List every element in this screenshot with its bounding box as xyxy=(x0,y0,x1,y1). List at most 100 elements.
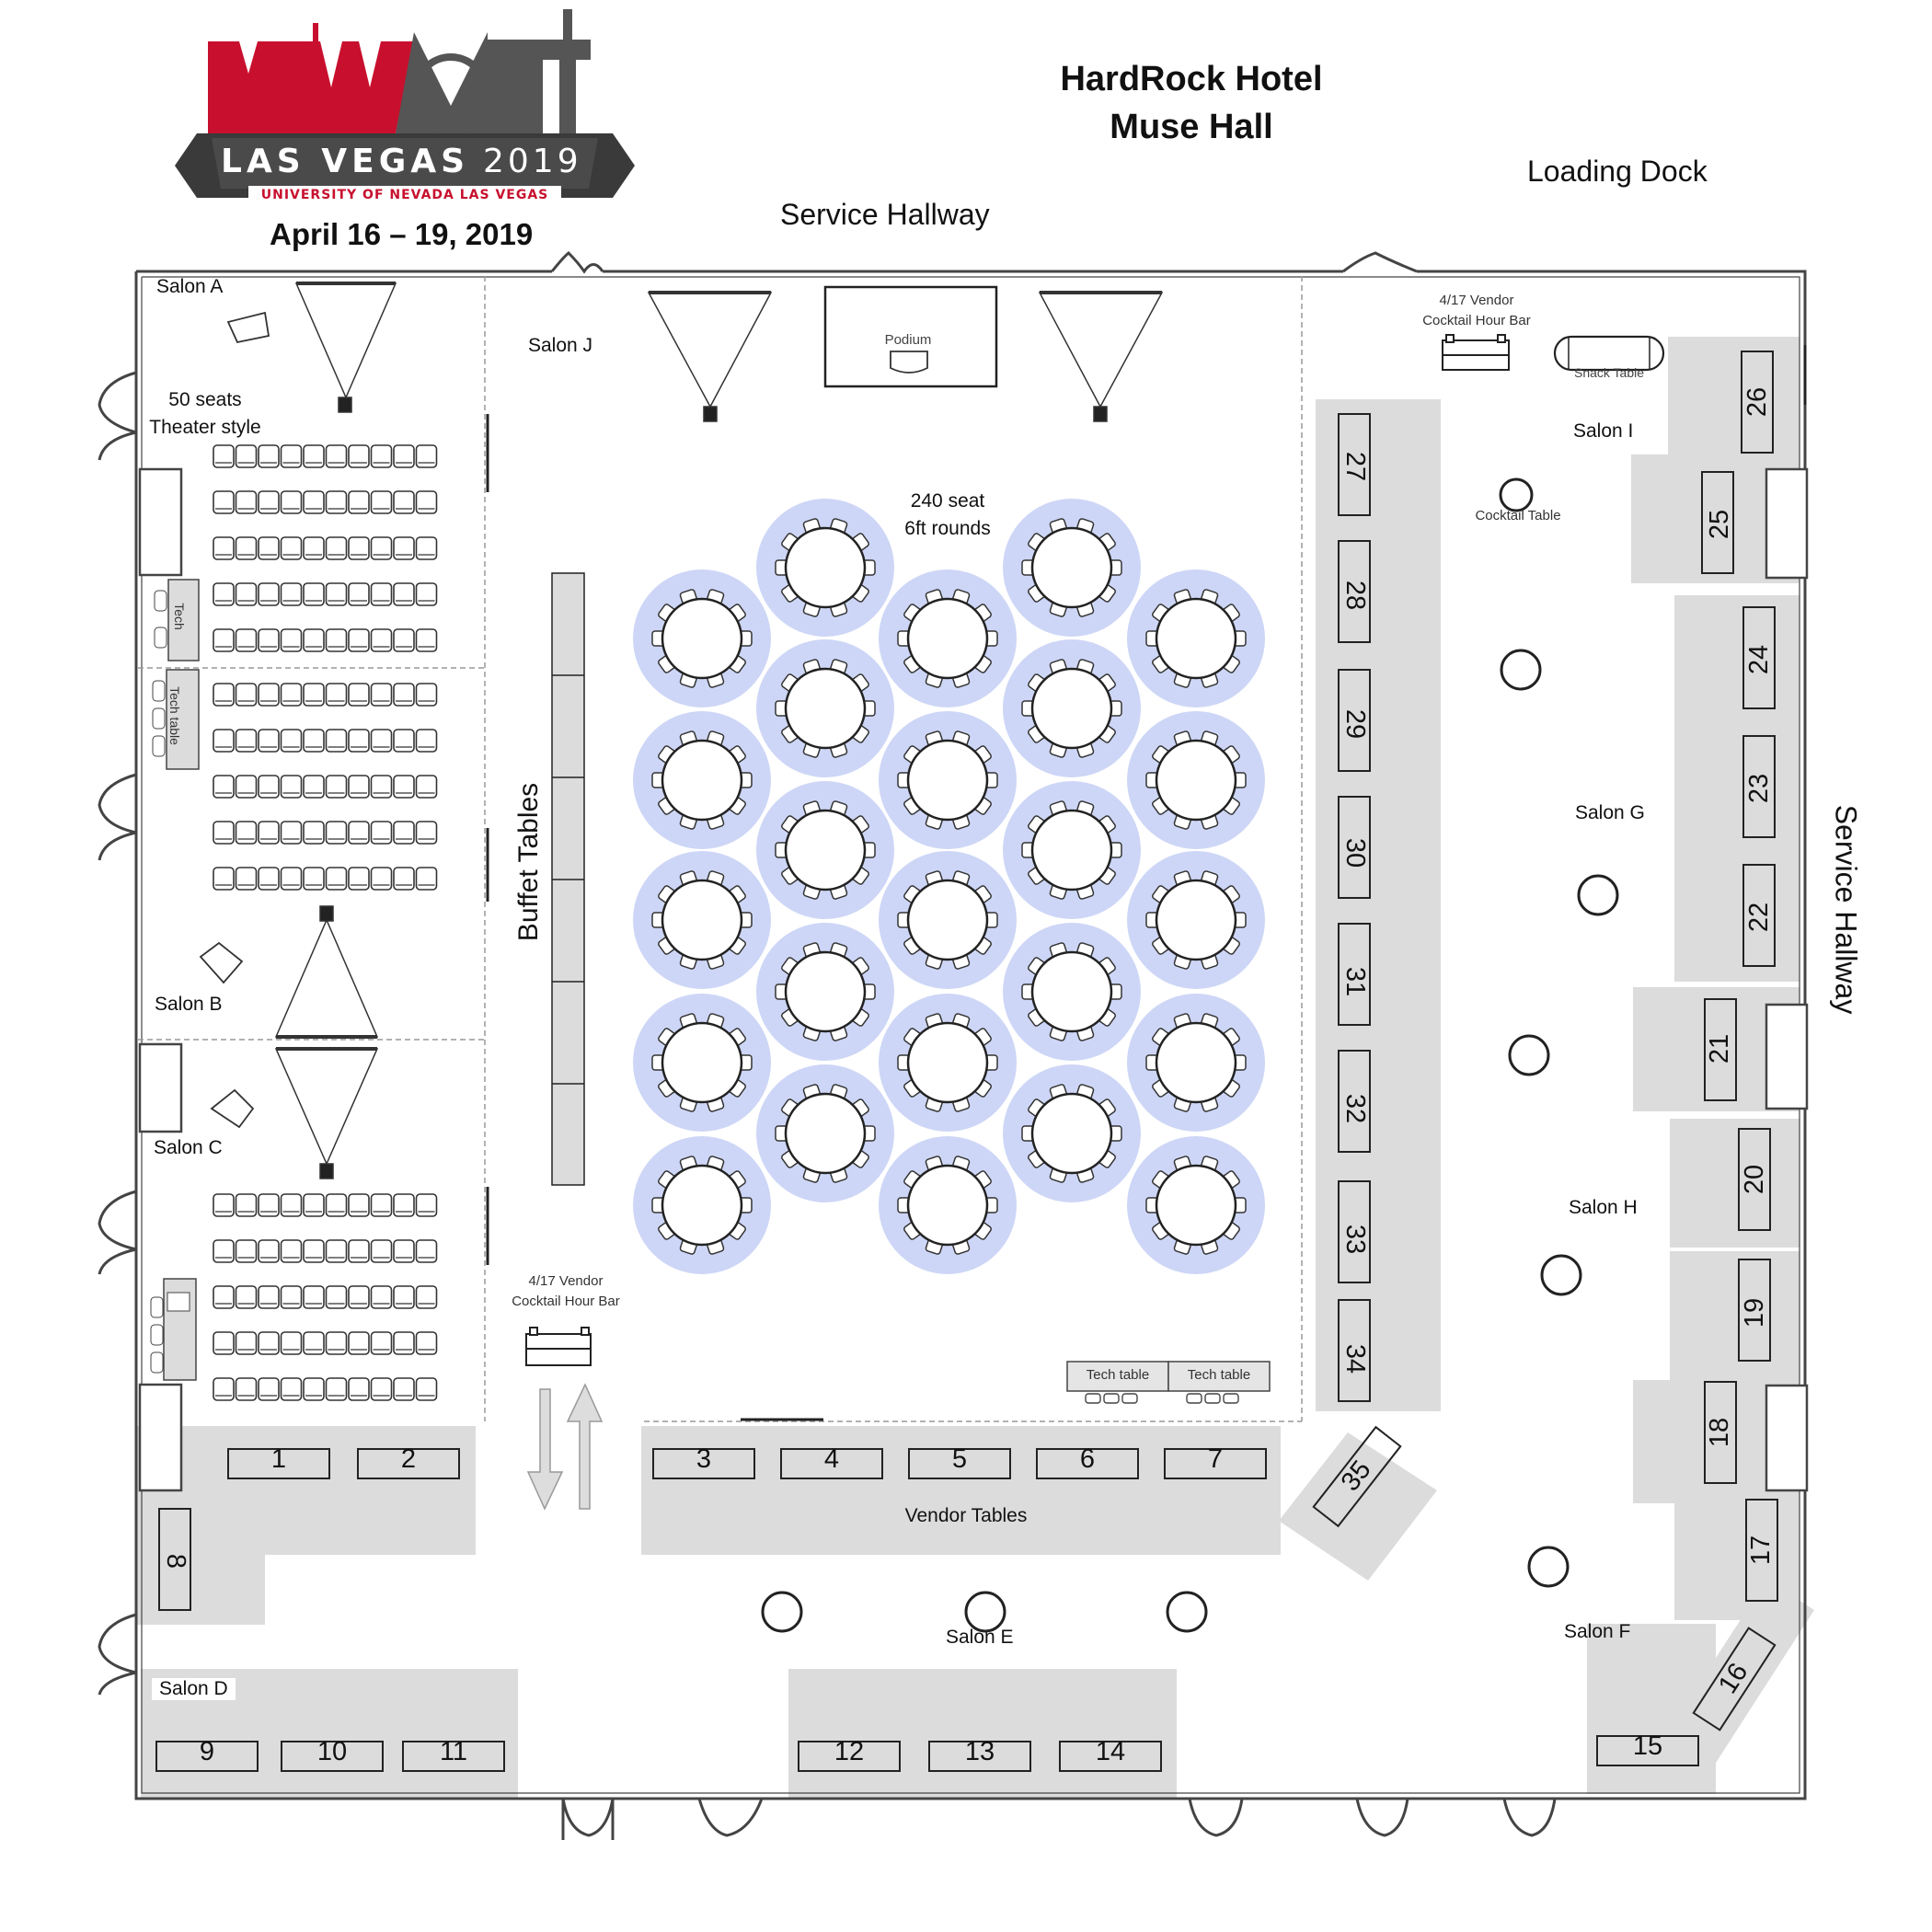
seat-row xyxy=(213,821,438,845)
vendor-table-32: 32 xyxy=(1340,1093,1370,1124)
vendor-table-box xyxy=(1059,1741,1162,1772)
theater-capacity-label: 50 seats Theater style xyxy=(136,386,274,442)
round-table xyxy=(756,639,894,777)
logo-year: 2019 xyxy=(483,143,582,180)
vendor-table-box xyxy=(798,1741,901,1772)
vendor-table-box xyxy=(652,1448,755,1479)
logo-city: LAS VEGAS xyxy=(221,143,470,180)
loading-dock-label: Loading Dock xyxy=(1527,155,1708,188)
podium-icon xyxy=(890,351,928,374)
vendor-table-24: 24 xyxy=(1744,644,1774,675)
vendor-table-29: 29 xyxy=(1340,708,1370,740)
tech-label: Tech xyxy=(171,603,187,630)
round-table xyxy=(879,851,1017,989)
round-table xyxy=(879,1136,1017,1274)
vendor-tables-label: Vendor Tables xyxy=(904,1505,1028,1526)
lecterns xyxy=(199,311,270,1129)
bar-left-line-2: Cocktail Hour Bar xyxy=(512,1294,620,1309)
vendor-table-4: 4 xyxy=(823,1444,840,1474)
round-table xyxy=(1127,711,1265,849)
seat-row xyxy=(213,1377,438,1401)
vendor-table-31: 31 xyxy=(1340,966,1370,997)
vendor-table-box xyxy=(155,1741,259,1772)
round-table xyxy=(756,923,894,1061)
vendor-table-22: 22 xyxy=(1744,902,1774,933)
vendor-table-box xyxy=(1338,540,1371,643)
round-table xyxy=(1003,1064,1141,1202)
hall-name: Muse Hall xyxy=(1110,108,1273,146)
vendor-table-box xyxy=(227,1448,330,1479)
cocktail-tables xyxy=(761,477,1619,1633)
vendor-table-box xyxy=(908,1448,1011,1479)
tech-table-left-label: Tech table xyxy=(167,686,182,745)
rounds-line-2: 6ft rounds xyxy=(904,518,991,539)
vendor-table-34: 34 xyxy=(1340,1343,1370,1374)
salon-h-label: Salon H xyxy=(1569,1197,1638,1218)
vendor-table-14: 14 xyxy=(1095,1737,1126,1766)
snack-table xyxy=(1553,335,1665,372)
seat-row xyxy=(213,444,438,468)
hotel-name: HardRock Hotel xyxy=(1060,60,1323,98)
service-hallway-right-label: Service Hallway xyxy=(1829,804,1863,1015)
vendor-table-10: 10 xyxy=(316,1737,348,1766)
round-table xyxy=(1003,781,1141,919)
vendor-table-box xyxy=(1338,413,1371,516)
buffet-tables xyxy=(551,572,585,1186)
seat-row xyxy=(213,1239,438,1263)
seat-row xyxy=(213,490,438,514)
tech-table-1-label: Tech table xyxy=(1086,1367,1150,1383)
vendor-table-6: 6 xyxy=(1079,1444,1096,1474)
vendor-table-15: 15 xyxy=(1632,1731,1663,1761)
vendor-table-box xyxy=(1692,1627,1777,1731)
vendor-table-box xyxy=(1338,1299,1371,1402)
vendor-table-box xyxy=(1738,1128,1771,1231)
vendor-table-box xyxy=(402,1741,505,1772)
tech-tables-left xyxy=(150,579,200,1381)
rounds-capacity-label: 240 seat 6ft rounds xyxy=(883,488,1012,543)
vendor-table-box xyxy=(1312,1425,1402,1528)
round-table xyxy=(756,1064,894,1202)
round-table xyxy=(1003,639,1141,777)
salon-c-label: Salon C xyxy=(154,1137,223,1158)
wall-marks xyxy=(486,345,1807,1421)
vendor-table-box xyxy=(780,1448,883,1479)
logo-university: UNIVERSITY OF NEVADA LAS VEGAS xyxy=(260,188,549,202)
vendor-table-box xyxy=(1338,923,1371,1026)
tech-tables-bottom xyxy=(1066,1361,1271,1404)
vendor-table-box xyxy=(1704,1381,1737,1484)
vendor-table-27: 27 xyxy=(1340,451,1370,482)
vendor-table-23: 23 xyxy=(1744,773,1774,804)
vendor-table-box xyxy=(1741,351,1774,454)
vendor-table-25: 25 xyxy=(1705,509,1734,540)
vendor-table-33: 33 xyxy=(1340,1224,1370,1255)
round-table xyxy=(1127,1136,1265,1274)
round-table xyxy=(879,994,1017,1132)
vendor-table-box xyxy=(281,1741,384,1772)
bar-left-label: 4/17 Vendor Cocktail Hour Bar xyxy=(488,1271,644,1312)
vendor-table-11: 11 xyxy=(439,1737,468,1766)
logo: LAS VEGAS 2019 UNIVERSITY OF NEVADA LAS … xyxy=(175,5,635,216)
vendor-table-28: 28 xyxy=(1340,580,1370,611)
vendor-table-box xyxy=(1701,471,1734,574)
seat-row xyxy=(213,1193,438,1217)
round-table xyxy=(633,711,771,849)
podium-stage xyxy=(823,285,998,388)
vendor-table-box xyxy=(1164,1448,1267,1479)
bar-top-label: 4/17 Vendor Cocktail Hour Bar xyxy=(1398,291,1555,331)
snack-table-label: Snack Table xyxy=(1573,365,1644,380)
service-hallway-top-label: Service Hallway xyxy=(780,198,990,231)
vendor-table-box xyxy=(1742,735,1776,838)
wall-panels xyxy=(138,467,1809,1492)
vendor-table-18: 18 xyxy=(1705,1417,1734,1448)
vendor-table-19: 19 xyxy=(1740,1297,1769,1328)
podium-label: Podium xyxy=(884,332,932,348)
round-tables xyxy=(633,499,1265,1274)
seat-row xyxy=(213,729,438,753)
event-dates: April 16 – 19, 2019 xyxy=(270,217,534,251)
vendor-table-box xyxy=(1338,1050,1371,1153)
vendor-table-9: 9 xyxy=(199,1737,215,1766)
seat-row xyxy=(213,775,438,799)
vendor-table-30: 30 xyxy=(1340,837,1370,868)
round-table xyxy=(879,711,1017,849)
